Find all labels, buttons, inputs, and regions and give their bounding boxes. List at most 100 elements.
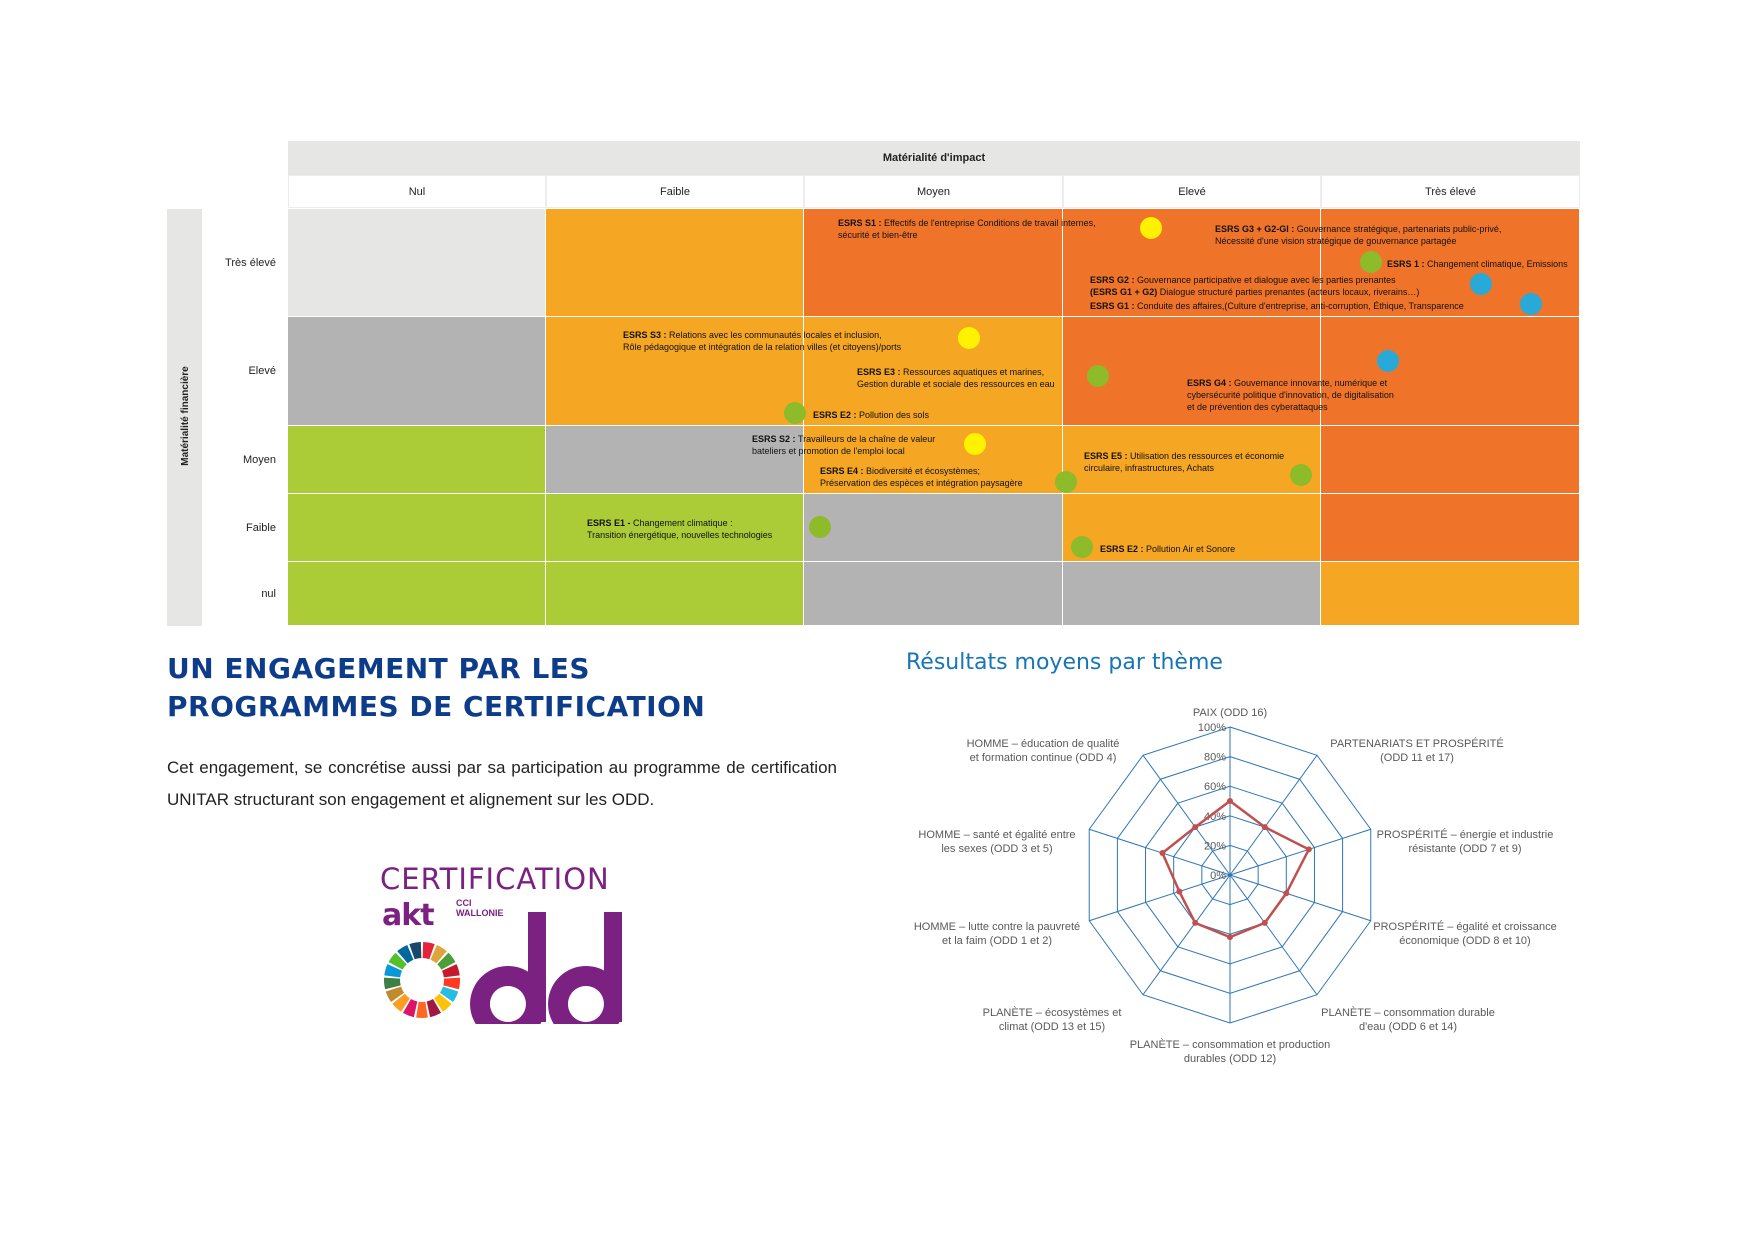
issue-text: Relations avec les communautés locales e…	[623, 330, 902, 352]
row-header: Faible	[246, 522, 276, 534]
section-title-line1: UN ENGAGEMENT PAR LES	[167, 652, 591, 685]
issue-label: ESRS G2 : Gouvernance participative et d…	[1090, 274, 1396, 286]
sdg-wheel-segment	[384, 977, 401, 990]
issue-label: ESRS S1 : Effectifs de l'entreprise Cond…	[838, 217, 1096, 241]
issue-code: ESRS E1 -	[587, 518, 634, 528]
matrix-cell	[288, 317, 546, 426]
sdg-wheel-segment	[434, 993, 452, 1012]
issue-dot	[1377, 350, 1399, 372]
radar-chart: 0%20%40%60%80%100%PAIX (ODD 16)PARTENARI…	[914, 707, 1557, 1065]
sdg-wheel-segment	[402, 999, 418, 1018]
issue-dot	[1470, 273, 1492, 295]
issue-code: ESRS E2 :	[813, 410, 860, 420]
matrix-side-title: Matérialité financière	[180, 366, 191, 466]
issue-dot	[1290, 464, 1312, 486]
matrix-cell	[288, 562, 546, 626]
issue-label: ESRS E5 : Utilisation des ressources et …	[1084, 450, 1284, 474]
radar-point	[1176, 888, 1183, 895]
logo-brand: akt	[382, 898, 435, 933]
issue-code: ESRS S2 :	[752, 434, 799, 444]
matrix-cell	[546, 562, 804, 626]
issue-code: ESRS G3 + G2-GI :	[1215, 224, 1297, 234]
issue-code: (ESRS G1 + G2)	[1090, 287, 1160, 297]
radar-point	[1192, 919, 1199, 926]
issue-text: Pollution des sols	[859, 410, 930, 420]
section-title: UN ENGAGEMENT PAR LES PROGRAMMES DE CERT…	[167, 650, 867, 726]
issue-code: ESRS 1 :	[1387, 259, 1428, 269]
logo-mark	[470, 912, 622, 1024]
matrix-cell	[804, 317, 1063, 426]
radar-tick-label: 0%	[1210, 870, 1226, 882]
issue-code: ESRS G2 :	[1090, 275, 1138, 285]
issue-dot	[1360, 251, 1382, 273]
sdg-wheel-segment	[426, 999, 442, 1018]
issue-label: (ESRS G1 + G2) Dialogue structuré partie…	[1090, 286, 1419, 298]
certification-odd-logo: CERTIFICATION akt CCI WALLONIE	[380, 862, 622, 1024]
radar-tick-label: 60%	[1204, 781, 1226, 793]
column-header: Très élevé	[1321, 175, 1580, 208]
issue-label: ESRS G3 + G2-GI : Gouvernance stratégiqu…	[1215, 223, 1501, 247]
logo-sub1: CCI	[456, 898, 472, 908]
issue-code: ESRS G4 :	[1187, 378, 1235, 388]
matrix-cell	[804, 562, 1063, 626]
issue-code: ESRS S1 :	[838, 218, 885, 228]
logo-cci: CCI WALLONIE	[456, 898, 504, 918]
issue-code: ESRS S3 :	[623, 330, 670, 340]
sdg-wheel-segment	[409, 942, 422, 960]
matrix-cell	[1321, 426, 1580, 494]
radar-point	[1159, 850, 1166, 857]
matrix-cell	[288, 494, 546, 562]
issue-text: Conduite des affaires,(Culture d'entrepr…	[1137, 301, 1464, 311]
column-header: Moyen	[804, 175, 1063, 208]
issue-text: Changement climatique : Transition énerg…	[587, 518, 773, 540]
sdg-wheel-segment	[388, 952, 407, 970]
column-header: Elevé	[1063, 175, 1321, 208]
radar-tick-label: 80%	[1204, 752, 1226, 764]
issue-text: Travailleurs de la chaîne de valeur bate…	[752, 434, 936, 456]
logo-sub2: WALLONIE	[456, 908, 504, 918]
sdg-wheel-segment	[443, 977, 460, 990]
issue-text: Biodiversité et écosystèmes; Préservatio…	[820, 466, 1023, 488]
matrix-cell	[804, 426, 1063, 494]
sdg-wheel-segment	[422, 942, 435, 960]
issue-text: Changement climatique, Emissions	[1427, 259, 1568, 269]
issue-text: Pollution Air et Sonore	[1146, 544, 1236, 554]
radar-title: Résultats moyens par thème	[906, 650, 1223, 675]
sdg-wheel-segment	[441, 964, 460, 978]
matrix-cell	[1321, 317, 1580, 426]
issue-code: ESRS E3 :	[857, 367, 904, 377]
issue-code: ESRS G1 :	[1090, 301, 1138, 311]
issue-label: ESRS E3 : Ressources aquatiques et marin…	[857, 366, 1055, 390]
sdg-wheel-segment	[416, 1001, 428, 1018]
issue-dot	[1520, 293, 1542, 315]
radar-tick-label: 40%	[1204, 811, 1226, 823]
matrix-cell	[804, 494, 1063, 562]
issue-dot	[1140, 217, 1162, 239]
issue-label: ESRS E4 : Biodiversité et écosystèmes; P…	[820, 465, 1023, 489]
column-header: Nul	[288, 175, 546, 208]
sdg-wheel-segment	[384, 964, 403, 978]
radar-point	[1227, 798, 1233, 804]
radar-spoke	[1229, 754, 1318, 876]
sdg-wheel-segment	[437, 952, 456, 970]
radar-spoke	[1142, 874, 1231, 996]
matrix-side-strip	[167, 209, 202, 626]
matrix-cell	[288, 209, 546, 317]
radar-spoke	[1229, 874, 1318, 996]
issue-text: Gouvernance stratégique, partenariats pu…	[1215, 224, 1502, 246]
issue-text: Dialogue structuré parties prenantes (ac…	[1159, 287, 1420, 297]
issue-text: Gouvernance innovante, numérique et cybe…	[1187, 378, 1394, 412]
radar-point	[1305, 846, 1312, 853]
matrix-cell	[546, 317, 804, 426]
issue-code: ESRS E5 :	[1084, 451, 1131, 461]
issue-dot	[784, 402, 806, 424]
issue-label: ESRS E1 - Changement climatique : Transi…	[587, 517, 772, 541]
issue-label: ESRS E2 : Pollution Air et Sonore	[1100, 543, 1235, 555]
sdg-wheel-segment	[439, 986, 459, 1002]
radar-point	[1192, 824, 1199, 831]
